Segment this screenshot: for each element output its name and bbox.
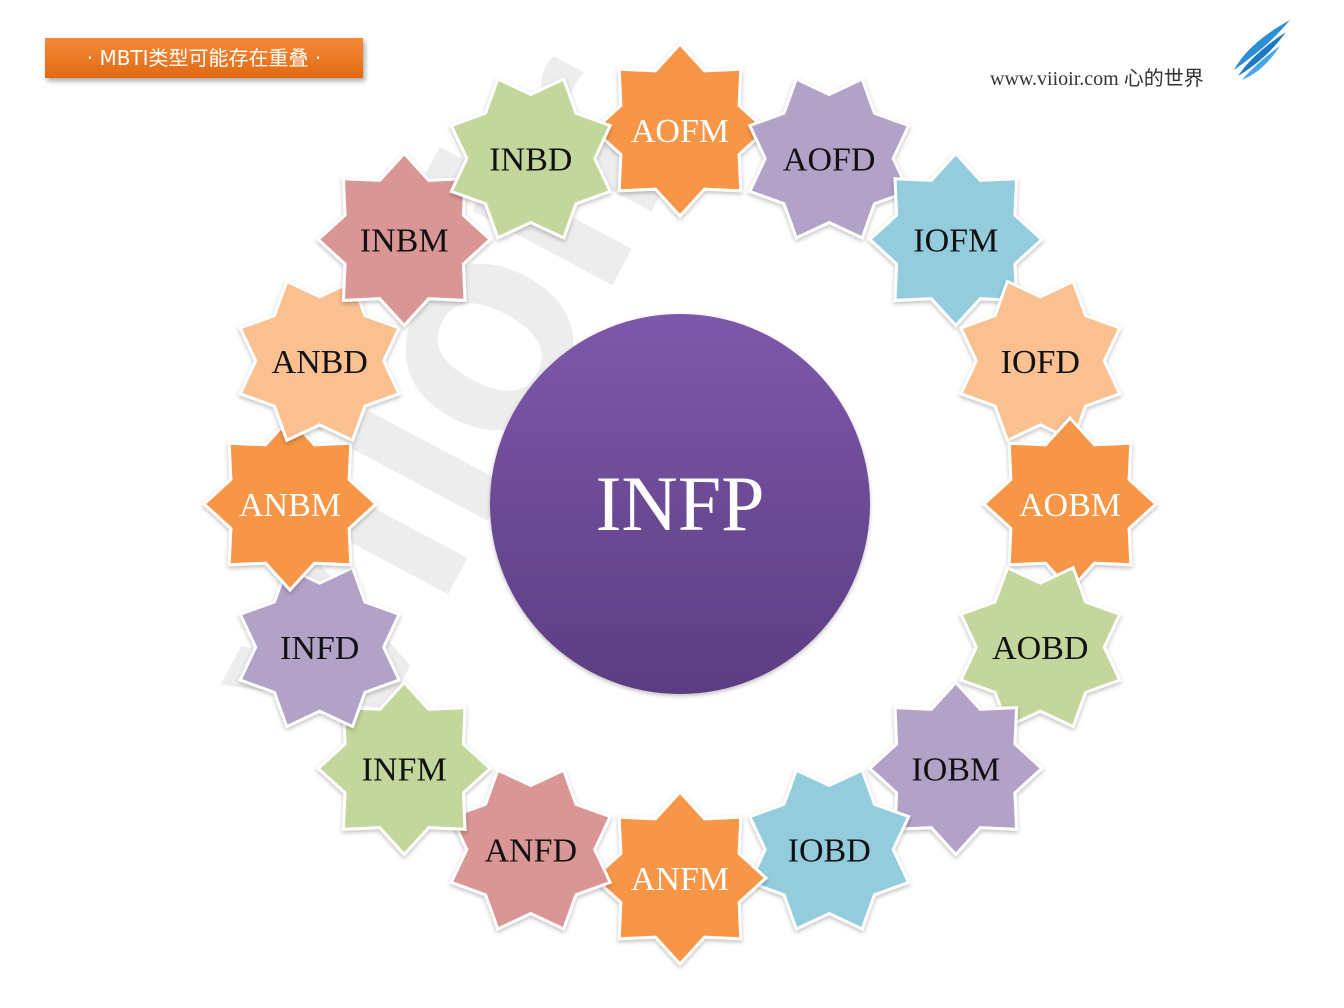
star-shape [201, 415, 379, 593]
center-circle [490, 314, 870, 694]
type-node: ANBD [238, 279, 402, 443]
star-shape [591, 41, 769, 219]
type-node-label: IOFD [1001, 344, 1080, 381]
type-node-label: INBM [360, 223, 449, 260]
site-caption: www.viioir.com 心的世界 [990, 68, 1204, 90]
type-node: INBD [449, 76, 613, 240]
type-node-label: AOFM [631, 113, 729, 150]
star-shape [867, 680, 1045, 857]
star-shape [958, 279, 1122, 443]
type-node: IOBM [867, 680, 1045, 857]
star-shape [238, 565, 402, 729]
type-node-label: IOBD [788, 833, 871, 870]
type-node: AOBM [981, 415, 1159, 593]
type-node-label: INBD [489, 142, 572, 179]
star-shape [315, 151, 493, 328]
star-shape [315, 680, 493, 857]
type-node: AOBD [958, 565, 1122, 729]
type-node-label: AOBM [1019, 487, 1121, 524]
type-node: ANFM [591, 789, 769, 967]
type-node: AOFM [591, 41, 769, 219]
type-node-label: ANFD [485, 833, 578, 870]
type-node: IOFM [867, 151, 1045, 328]
type-node: INBM [315, 151, 493, 328]
star-shape [238, 279, 402, 443]
slide-title-tag: · MBTI类型可能存在重叠 · [45, 38, 363, 78]
type-node: INFM [315, 680, 493, 857]
type-node-label: ANBM [239, 487, 341, 524]
type-node: ANBM [201, 415, 379, 593]
type-node-label: ANFM [631, 861, 729, 898]
type-nodes: AOFM AOFD IOFM IOFD AOBM AOBD IOBM IOBD ANFM ANFD… [201, 41, 1159, 967]
star-shape [449, 768, 613, 932]
type-node: ANFD [449, 768, 613, 932]
type-node: AOFD [747, 76, 911, 240]
wing-logo-icon [1234, 20, 1290, 80]
type-node-label: IOFM [913, 223, 998, 260]
center-label: INFP [595, 460, 764, 547]
star-shape [747, 768, 911, 932]
type-node-label: INFM [362, 752, 447, 789]
star-shape [867, 151, 1045, 328]
star-shape [449, 76, 613, 240]
type-node-label: ANBD [272, 344, 368, 381]
star-shape [591, 789, 769, 967]
slide-title: · MBTI类型可能存在重叠 · [86, 46, 322, 70]
type-node-label: INFD [280, 630, 359, 667]
type-node-label: AOFD [783, 142, 876, 179]
type-node-label: AOBD [992, 630, 1088, 667]
star-shape [747, 76, 911, 240]
type-node: IOBD [747, 768, 911, 932]
type-node: IOFD [958, 279, 1122, 443]
type-node: INFD [238, 565, 402, 729]
type-node-label: IOBM [911, 752, 1000, 789]
